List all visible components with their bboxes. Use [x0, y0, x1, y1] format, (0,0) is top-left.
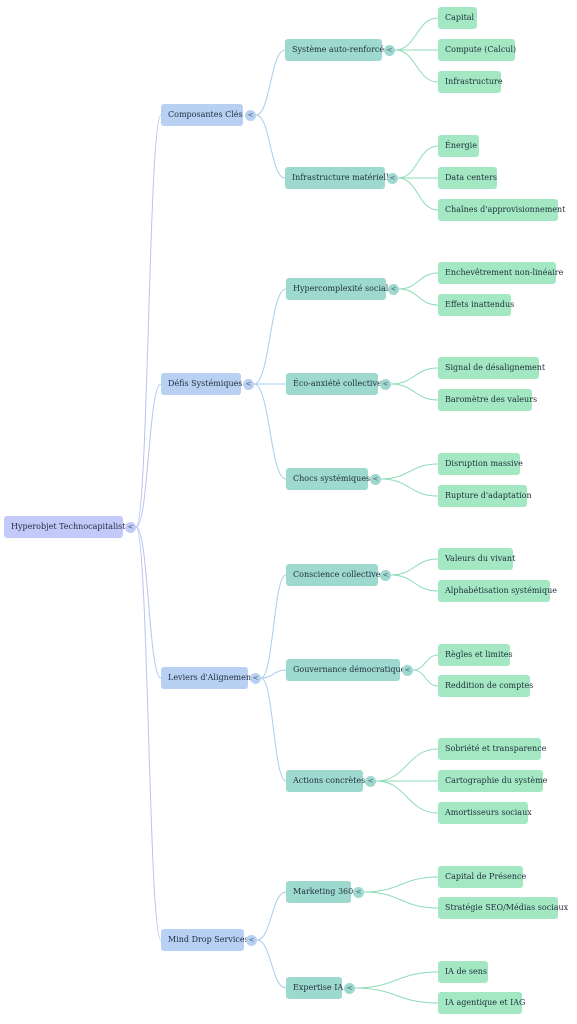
connector-line: [390, 367, 439, 385]
connector-line: [380, 478, 439, 497]
leaf-node-enchevetrement-non-lineaire[interactable]: Enchevêtrement non-linéaire: [438, 262, 563, 284]
connector-line: [255, 49, 286, 116]
connector-line: [375, 780, 439, 814]
leaf-node-data-centers[interactable]: Data centers: [438, 167, 497, 189]
category-node-mind-drop-services[interactable]: Mind Drop Services: [161, 929, 249, 951]
connector-line: [256, 891, 287, 941]
collapse-toggle-icon[interactable]: <: [388, 283, 399, 295]
collapse-toggle-icon[interactable]: <: [370, 473, 381, 485]
connector-line: [380, 463, 439, 480]
leaf-node-ia-agentique-et-iag[interactable]: IA agentique et IAG: [438, 992, 525, 1014]
collapse-toggle-icon[interactable]: <: [402, 664, 413, 676]
category-node-composantes-cles[interactable]: Composantes Clés: [161, 104, 243, 126]
collapse-toggle-icon[interactable]: <: [380, 378, 391, 390]
topic-node-conscience-collective[interactable]: Conscience collective: [286, 564, 381, 586]
connector-line: [135, 526, 162, 679]
connector-line: [412, 654, 439, 671]
connector-line: [135, 114, 162, 528]
connector-line: [354, 987, 439, 1004]
topic-node-actions-concretes[interactable]: Actions concrètes: [286, 770, 365, 792]
connector-line: [398, 288, 439, 306]
topic-node-eco-anxiete-collective[interactable]: Éco-anxiété collective: [286, 373, 382, 395]
connector-line: [253, 288, 287, 385]
topic-node-expertise-ia[interactable]: Expertise IA: [286, 977, 343, 999]
leaf-node-valeurs-du-vivant[interactable]: Valeurs du vivant: [438, 548, 515, 570]
connector-line: [398, 272, 439, 290]
connector-line: [260, 677, 287, 782]
leaf-node-cartographie-du-systeme[interactable]: Cartographie du système: [438, 770, 547, 792]
leaf-node-chaines-d-approvisionnement[interactable]: Chaînes d'approvisionnement: [438, 199, 565, 221]
connector-line: [412, 669, 439, 687]
root-node[interactable]: Hyperobjet Technocapitaliste: [4, 516, 130, 538]
topic-node-hypercomplexite-sociale[interactable]: Hypercomplexité sociale: [286, 278, 393, 300]
category-node-defis-systemiques[interactable]: Défis Systémiques: [161, 373, 242, 395]
leaf-node-strategie-seo-medias-sociaux[interactable]: Stratégie SEO/Médias sociaux: [438, 897, 568, 919]
topic-node-systeme-auto-renforce[interactable]: Système auto-renforcé: [285, 39, 384, 61]
connector-line: [363, 876, 439, 893]
connector-line: [394, 49, 439, 83]
connector-line: [260, 574, 287, 679]
topic-node-chocs-systemiques[interactable]: Chocs systémiques: [286, 468, 370, 490]
leaf-node-effets-inattendus[interactable]: Effets inattendus: [438, 294, 514, 316]
collapse-toggle-icon[interactable]: <: [380, 569, 391, 581]
collapse-toggle-icon[interactable]: <: [353, 886, 364, 898]
connector-line: [253, 383, 287, 480]
connector-line: [260, 669, 287, 679]
collapse-toggle-icon[interactable]: <: [384, 44, 395, 56]
leaf-node-compute-calcul[interactable]: Compute (Calcul): [438, 39, 516, 61]
connector-line: [255, 114, 286, 179]
leaf-node-capital-de-presence[interactable]: Capital de Présence: [438, 866, 526, 888]
leaf-node-rupture-d-adaptation[interactable]: Rupture d'adaptation: [438, 485, 532, 507]
leaf-node-disruption-massive[interactable]: Disruption massive: [438, 453, 523, 475]
leaf-node-regles-et-limites[interactable]: Règles et limites: [438, 644, 513, 666]
collapse-toggle-icon[interactable]: <: [387, 172, 398, 184]
leaf-node-amortisseurs-sociaux[interactable]: Amortisseurs sociaux: [438, 802, 532, 824]
collapse-toggle-icon[interactable]: <: [365, 775, 376, 787]
connector-line: [363, 891, 439, 909]
connector-line: [390, 383, 439, 401]
connector-line: [390, 574, 439, 592]
leaf-node-signal-de-desalignement[interactable]: Signal de désalignement: [438, 357, 545, 379]
collapse-toggle-icon[interactable]: <: [344, 982, 355, 994]
collapse-toggle-icon[interactable]: <: [125, 521, 136, 533]
leaf-node-sobriete-et-transparence[interactable]: Sobriété et transparence: [438, 738, 546, 760]
topic-node-gouvernance-democratique[interactable]: Gouvernance démocratique: [286, 659, 405, 681]
connector-line: [354, 971, 439, 989]
leaf-node-alphabetisation-systemique[interactable]: Alphabétisation systémique: [438, 580, 557, 602]
leaf-node-ia-de-sens[interactable]: IA de sens: [438, 961, 488, 983]
collapse-toggle-icon[interactable]: <: [246, 934, 257, 946]
connector-line: [397, 145, 439, 179]
connector-line: [390, 558, 439, 576]
category-node-leviers-d-alignement[interactable]: Leviers d'Alignement: [161, 667, 254, 689]
topic-node-marketing-360[interactable]: Marketing 360: [286, 881, 353, 903]
connector-line: [394, 17, 439, 51]
collapse-toggle-icon[interactable]: <: [250, 672, 261, 684]
collapse-toggle-icon[interactable]: <: [245, 109, 256, 121]
connector-line: [256, 939, 287, 989]
leaf-node-reddition-de-comptes[interactable]: Reddition de comptes: [438, 675, 533, 697]
connector-line: [135, 526, 162, 941]
topic-node-infrastructure-materielle[interactable]: Infrastructure matérielle: [285, 167, 393, 189]
collapse-toggle-icon[interactable]: <: [243, 378, 254, 390]
connector-line: [135, 383, 162, 528]
leaf-node-barometre-des-valeurs[interactable]: Baromètre des valeurs: [438, 389, 537, 411]
leaf-node-energie[interactable]: Énergie: [438, 135, 479, 157]
leaf-node-capital[interactable]: Capital: [438, 7, 477, 29]
connector-line: [397, 177, 439, 211]
leaf-node-infrastructure[interactable]: Infrastructure: [438, 71, 503, 93]
connector-line: [375, 748, 439, 782]
